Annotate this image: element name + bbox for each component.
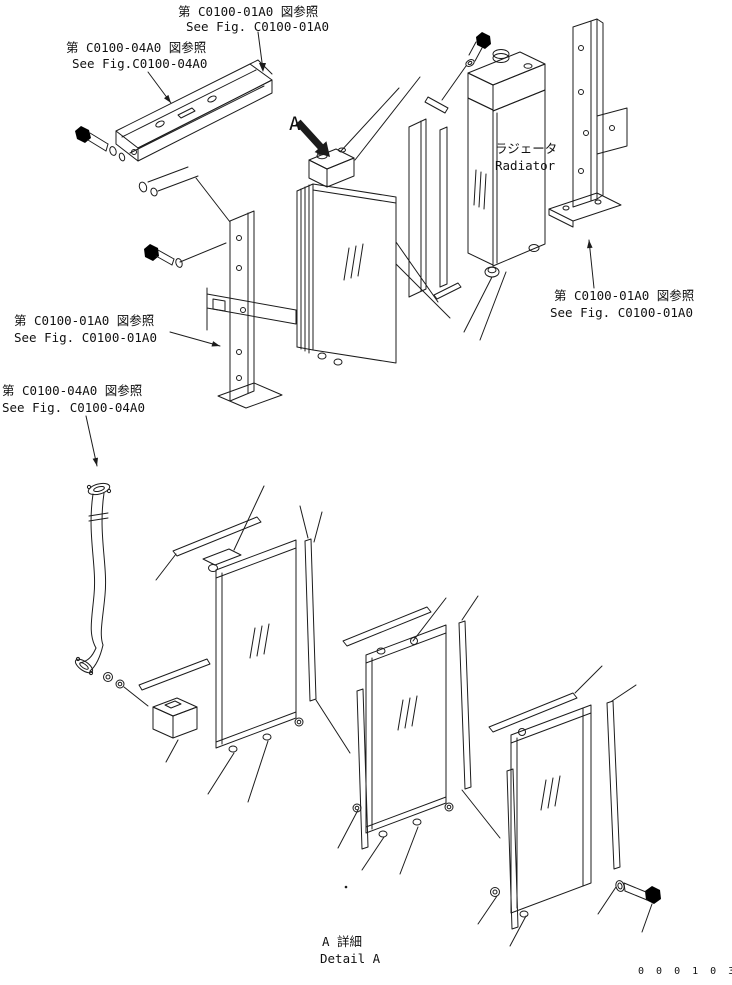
grommets-lower-left bbox=[103, 672, 125, 689]
seal-strip-1 bbox=[172, 516, 262, 557]
label-ref-lower-left-en: See Fig. C0100-04A0 bbox=[2, 400, 145, 415]
label-ref-right-jp: 第 C0100-01A0 図参照 bbox=[554, 288, 694, 303]
drawing-number: 0 0 0 1 0 3 4 5 bbox=[638, 966, 732, 977]
label-view-letter: A bbox=[289, 113, 301, 135]
label-detail-jp: A 詳細 bbox=[322, 934, 362, 949]
seal-strip-4 bbox=[356, 688, 369, 850]
grommet-pair-upper bbox=[138, 181, 158, 197]
seal-strip-5 bbox=[458, 620, 472, 790]
coolant-hose bbox=[74, 482, 112, 676]
label-ref-mid-left-en: See Fig. C0100-01A0 bbox=[14, 330, 157, 345]
seal-strip-6 bbox=[488, 692, 578, 733]
left-side-frame bbox=[206, 210, 297, 409]
seal-rod-top bbox=[424, 96, 449, 114]
radiator-core-assembly bbox=[296, 147, 397, 366]
label-ref-top-jp: 第 C0100-01A0 図参照 bbox=[178, 4, 318, 19]
label-detail-en: Detail A bbox=[320, 951, 381, 966]
label-ref-mid-left-jp: 第 C0100-01A0 図参照 bbox=[14, 313, 154, 328]
leader-lines-upper bbox=[85, 31, 595, 467]
label-ref-lower-left-jp: 第 C0100-04A0 図参照 bbox=[2, 383, 142, 398]
view-direction-arrow bbox=[295, 119, 330, 157]
core-detail-middle bbox=[352, 624, 454, 838]
right-side-frame bbox=[548, 18, 628, 228]
seal-rod-bottom bbox=[433, 282, 462, 300]
diagram-line-art bbox=[74, 18, 661, 947]
upper-mount-bracket bbox=[115, 59, 273, 162]
label-radiator-en: Radiator bbox=[495, 158, 556, 173]
hex-bolt-upper-left bbox=[75, 126, 126, 162]
side-plate bbox=[408, 118, 448, 298]
seal-strip-7 bbox=[506, 768, 519, 930]
spacer-block bbox=[152, 697, 198, 739]
core-detail-left bbox=[202, 539, 304, 753]
label-ref-right-en: See Fig. C0100-01A0 bbox=[550, 305, 693, 320]
label-ref-upper-left-en: See Fig.C0100-04A0 bbox=[72, 56, 207, 71]
seal-strip-2 bbox=[304, 538, 317, 702]
seal-strip-9 bbox=[138, 658, 211, 691]
seal-strip-8 bbox=[606, 700, 621, 870]
seal-strip-3 bbox=[342, 606, 432, 647]
diagram-labels: 第 C0100-01A0 図参照 See Fig. C0100-01A0 第 C… bbox=[2, 4, 732, 977]
label-ref-upper-left-jp: 第 C0100-04A0 図参照 bbox=[66, 40, 206, 55]
label-ref-top-en: See Fig. C0100-01A0 bbox=[186, 19, 329, 34]
radiator-assembly bbox=[467, 49, 546, 278]
seal-strips bbox=[138, 516, 621, 930]
hex-bolt-top-right bbox=[465, 32, 491, 67]
hex-bolt-bottom-right bbox=[615, 880, 661, 904]
leader-lines-lower bbox=[123, 485, 653, 947]
core-detail-right bbox=[490, 704, 592, 918]
hex-bolt-mid-left bbox=[144, 244, 183, 268]
label-radiator-jp: ラジェータ bbox=[495, 141, 557, 156]
